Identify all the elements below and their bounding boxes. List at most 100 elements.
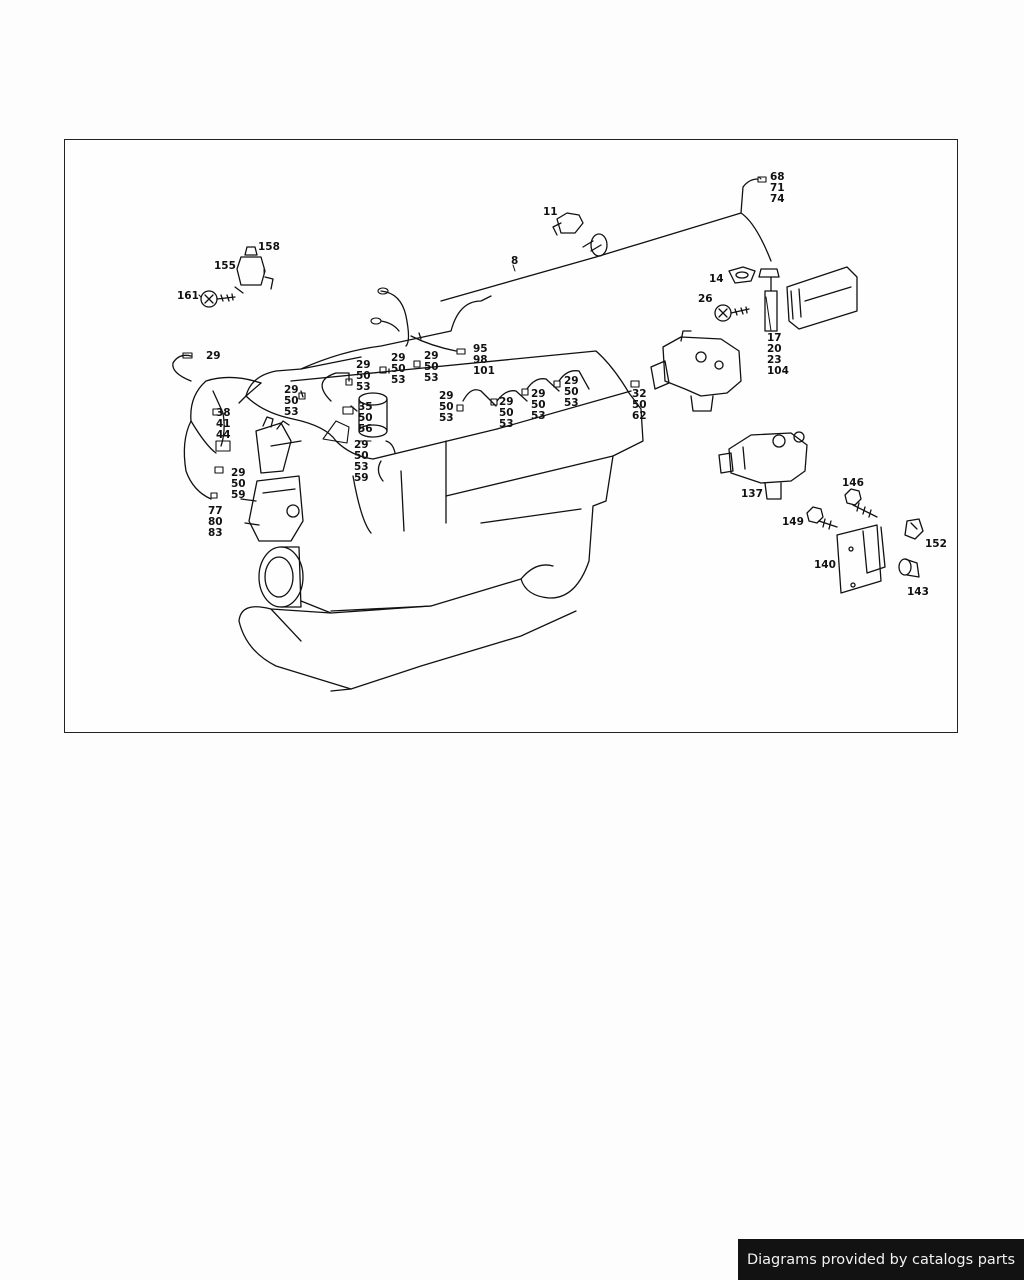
callout-line: 53 [499, 418, 514, 430]
callout-140: 140 [814, 559, 836, 571]
callout-line: 53 [439, 412, 454, 424]
callout-line: 155 [214, 260, 236, 272]
callout-line: 53 [356, 381, 371, 393]
sensor-cylinder [358, 392, 388, 438]
callout-line: 95 [473, 343, 488, 355]
callout-line: 50 [354, 450, 369, 462]
callout-line: 26 [698, 293, 713, 305]
harness-connectors [182, 176, 767, 499]
plug-part-11 [552, 212, 584, 236]
callout-line: 44 [216, 429, 231, 441]
leader-lines [198, 176, 772, 332]
wiring-harness [172, 178, 772, 500]
callout-line: 50 [531, 399, 546, 411]
callout-line: 53 [424, 372, 439, 384]
relay-part-155 [234, 246, 274, 294]
callout-line: 68 [770, 171, 785, 183]
callout-line: 50 [284, 395, 299, 407]
callout-149: 149 [782, 516, 804, 528]
callout-line: 62 [632, 410, 647, 422]
callout-line: 29 [391, 352, 406, 364]
callout-152: 152 [925, 538, 947, 550]
callout-line: 140 [814, 559, 836, 571]
distributor-assembly [240, 416, 304, 542]
bolt-part-149 [806, 506, 838, 530]
clamp-part-152 [904, 518, 924, 540]
cap-part-143 [898, 558, 920, 578]
callout-line: 104 [767, 365, 789, 377]
callout-line: 41 [216, 418, 231, 430]
callout-line: 38 [216, 407, 231, 419]
callout-line: 14 [709, 273, 724, 285]
grommet [582, 233, 608, 257]
callout-line: 146 [842, 477, 864, 489]
callout-158: 158 [258, 241, 280, 253]
engine-block [238, 350, 644, 692]
callout-line: 149 [782, 516, 804, 528]
washer-part-14 [728, 266, 756, 284]
screw-part-26 [714, 304, 750, 322]
callout-line: 152 [925, 538, 947, 550]
callout-line: 29 [424, 350, 439, 362]
callout-line: 23 [767, 354, 782, 366]
callout-line: 29 [499, 396, 514, 408]
callout-line: 29 [354, 439, 369, 451]
callout-line: 56 [358, 423, 373, 435]
callout-line: 71 [770, 182, 785, 194]
callout-line: 50 [632, 399, 647, 411]
callout-14: 14 [709, 273, 724, 285]
callout-line: 32 [632, 388, 647, 400]
callout-line: 101 [473, 365, 495, 377]
callout-line: 20 [767, 343, 782, 355]
callout-line: 50 [358, 412, 373, 424]
callout-line: 29 [531, 388, 546, 400]
screw-part-161 [200, 290, 236, 308]
callout-line: 53 [391, 374, 406, 386]
footer-credit: Diagrams provided by catalogs parts [738, 1239, 1024, 1280]
callout-137: 137 [741, 488, 763, 500]
callout-line: 161 [177, 290, 199, 302]
callout-line: 29 [284, 384, 299, 396]
callout-line: 98 [473, 354, 488, 366]
callout-8: 8 [511, 255, 518, 267]
callout-line: 158 [258, 241, 280, 253]
callout-line: 29 [231, 467, 246, 479]
callout-line: 50 [499, 407, 514, 419]
injection-pump-upper [650, 330, 742, 412]
callout-line: 137 [741, 488, 763, 500]
callout-line: 143 [907, 586, 929, 598]
callout-line: 53 [564, 397, 579, 409]
callout-11: 11 [543, 206, 558, 218]
callout-line: 29 [439, 390, 454, 402]
callout-line: 80 [208, 516, 223, 528]
callout-line: 8 [511, 255, 518, 267]
pump-part-137 [718, 431, 808, 500]
callout-line: 11 [543, 206, 558, 218]
callout-line: 50 [439, 401, 454, 413]
callout-line: 83 [208, 527, 223, 539]
crankshaft-pulley [258, 546, 304, 608]
callout-line: 29 [206, 350, 221, 362]
callout-161: 161 [177, 290, 199, 302]
callout-155: 155 [214, 260, 236, 272]
callout-line: 50 [424, 361, 439, 373]
callout-29a: 29 [206, 350, 221, 362]
callout-line: 77 [208, 505, 223, 517]
